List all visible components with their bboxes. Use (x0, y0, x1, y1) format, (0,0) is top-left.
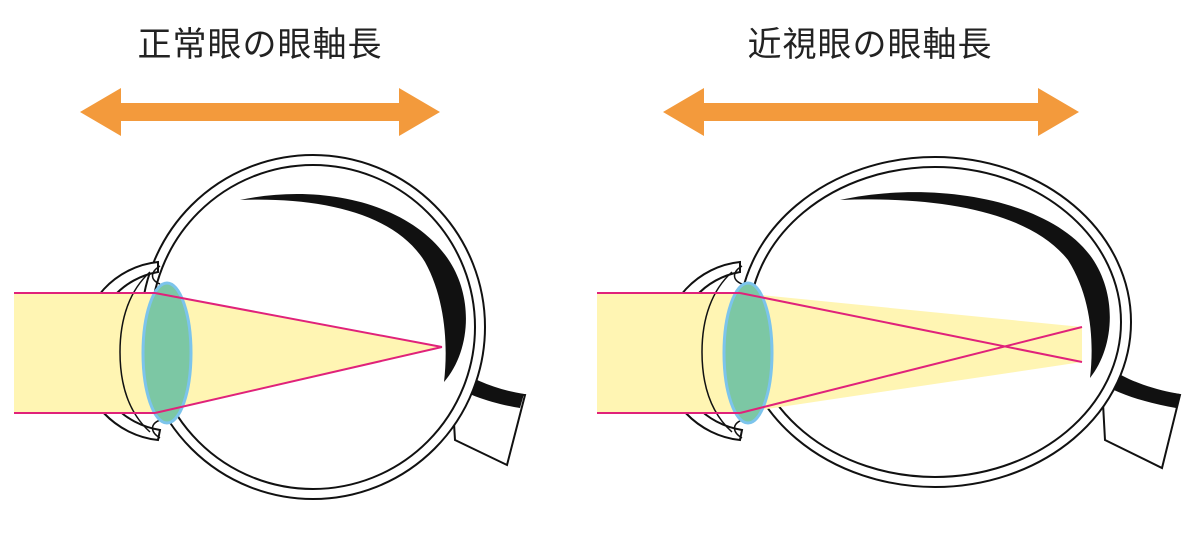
double-headed-arrow-icon (80, 88, 440, 136)
light-beam (14, 293, 442, 413)
myopic-eye-panel (597, 88, 1182, 488)
choroid-layer (240, 194, 466, 382)
crystalline-lens (141, 281, 193, 425)
title-myopic-eye: 近視眼の眼軸長 (747, 25, 993, 65)
double-headed-arrow-icon (663, 88, 1079, 136)
optic-nerve-myopic (1080, 350, 1182, 470)
crystalline-lens-myopic (722, 281, 774, 425)
light-beam-myopic (597, 293, 1082, 413)
title-normal-eye: 正常眼の眼軸長 (137, 25, 383, 65)
normal-eye-panel (14, 88, 527, 500)
